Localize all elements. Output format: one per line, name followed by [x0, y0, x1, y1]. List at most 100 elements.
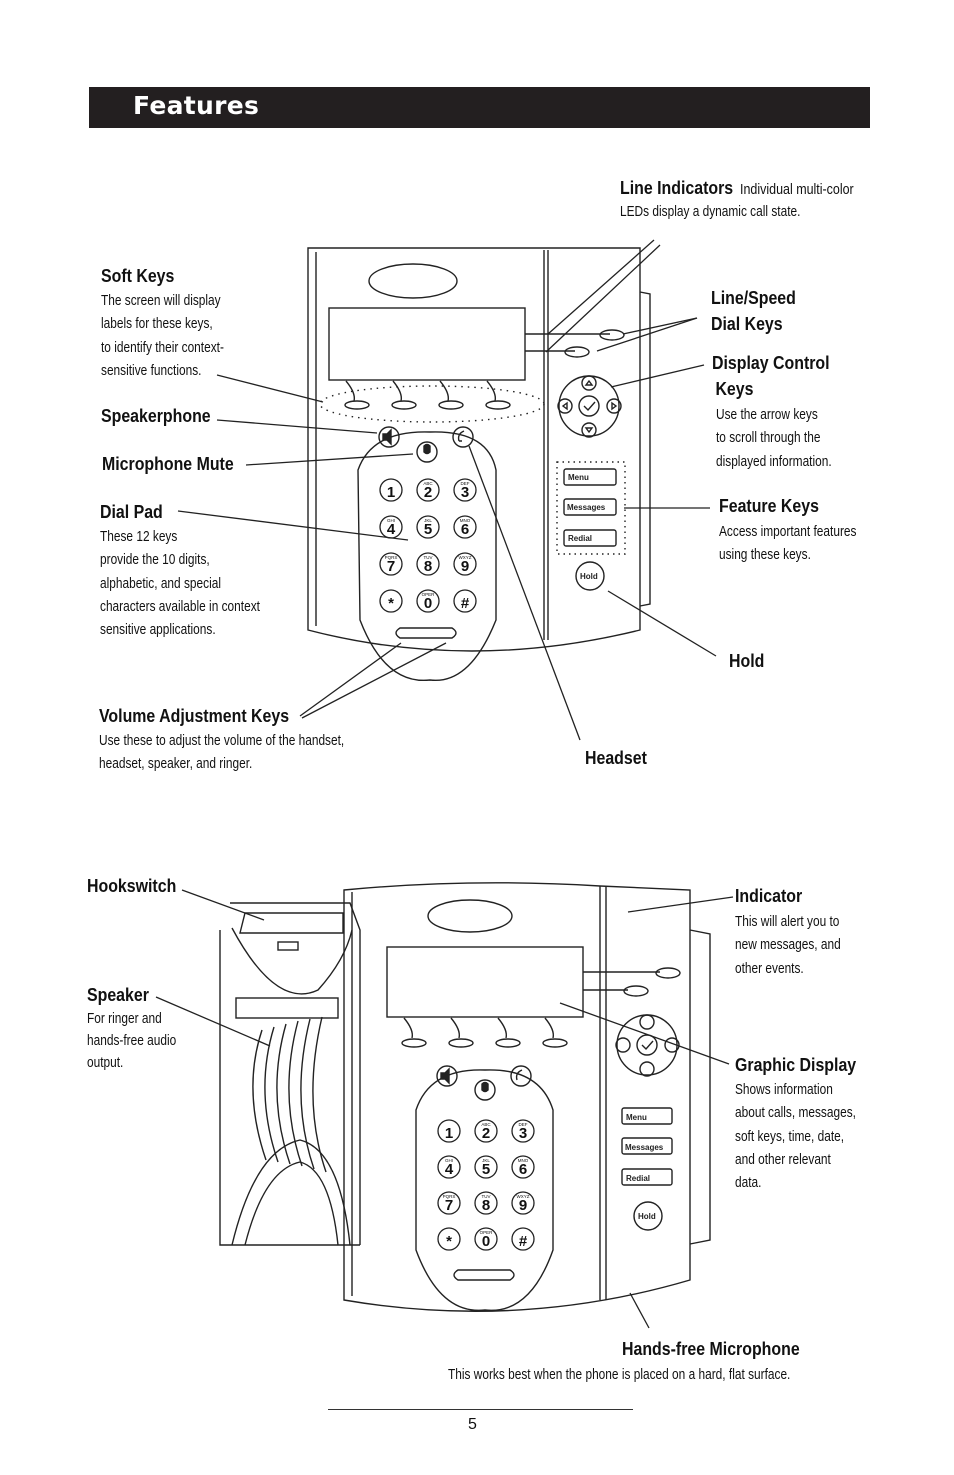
desc-line: characters available in context [100, 598, 260, 615]
dial-key-outline [437, 1191, 461, 1215]
line-indicators-label: Line Indicators [620, 177, 734, 198]
dial-key-letters: GHI [387, 518, 395, 523]
dial-key-outline [474, 1119, 498, 1143]
dial-key-digit: * [388, 595, 394, 612]
hold-label: Hold [729, 650, 765, 671]
dial-key-digit: * [446, 1233, 452, 1250]
line-indicators-desc-2: LEDs display a dynamic call state. [620, 204, 801, 220]
soft-keys-desc: The screen will display labels for these… [101, 290, 224, 383]
dial-key-digit: 8 [482, 1197, 490, 1214]
dial-key-outline [416, 589, 440, 613]
dial-key-outline [453, 515, 477, 539]
dial-key-outline [379, 589, 403, 613]
line-indicators-desc: Individual multi-color [740, 182, 854, 198]
dial-key-digit: 7 [387, 558, 395, 575]
graphic-display-label: Graphic Display [735, 1054, 857, 1075]
speaker-label: Speaker [87, 984, 149, 1005]
dial-key-letters: PQRS [385, 555, 398, 560]
dial-key-outline [379, 552, 403, 576]
dial-key-outline [511, 1119, 535, 1143]
top-leader-lines [177, 239, 717, 741]
dial-key-outline [474, 1191, 498, 1215]
desc-line: data. [735, 1175, 762, 1192]
dial-key-letters: DEF [519, 1122, 528, 1127]
display-control-label: Display Control Keys [712, 350, 830, 402]
dial-key-digit: # [461, 595, 470, 612]
hold-key-bottom: Hold [638, 1212, 656, 1221]
dial-key-digit: 0 [424, 595, 432, 612]
dial-key-letters: ABC [423, 481, 433, 486]
desc-line: using these keys. [719, 547, 811, 564]
dial-pad-desc: These 12 keys provide the 10 digits, alp… [100, 526, 260, 642]
menu-key-bottom: Menu [626, 1113, 647, 1122]
dial-key-letters: TUV [482, 1194, 491, 1199]
desc-line: Use the arrow keys [716, 407, 818, 423]
desc-line: soft keys, time, date, [735, 1128, 845, 1145]
line-indicators-callout: Line Indicators Individual multi-color [620, 175, 854, 203]
desc-line: alphabetic, and special [100, 575, 221, 592]
hands-free-mic-desc: This works best when the phone is placed… [448, 1367, 791, 1383]
dial-key-letters: MNO [518, 1158, 529, 1163]
desc-line: Access important features [719, 524, 857, 540]
dial-key-outline [416, 478, 440, 502]
dial-key-outline [437, 1155, 461, 1179]
desc-line: to identify their context- [101, 339, 224, 356]
desc-line: sensitive functions. [101, 362, 202, 379]
soft-keys-label: Soft Keys [101, 265, 175, 286]
dial-key-outline [453, 589, 477, 613]
desc-line: to scroll through the [716, 430, 821, 447]
label-line: Line/Speed [711, 287, 796, 308]
hookswitch-label: Hookswitch [87, 875, 177, 896]
dial-key-digit: 9 [519, 1197, 527, 1214]
dial-key-outline [453, 478, 477, 502]
dial-key-letters: WXYZ [459, 555, 472, 560]
indicator-desc: This will alert you to new messages, and… [735, 911, 841, 981]
feature-keys-label: Feature Keys [719, 495, 819, 516]
dial-key-outline [437, 1119, 461, 1143]
desc-line: hands-free audio [87, 1033, 177, 1049]
dial-key-outline [437, 1227, 461, 1251]
messages-key-top: Messages [567, 503, 606, 512]
dial-key-letters: OPER [480, 1230, 494, 1235]
desc-line: sensitive applications. [100, 622, 216, 639]
dial-key-digit: 4 [445, 1161, 454, 1178]
dial-key-digit: 5 [482, 1161, 490, 1178]
dial-key-letters: JKL [482, 1158, 490, 1163]
menu-key-top: Menu [568, 473, 589, 482]
dial-pad-label: Dial Pad [100, 501, 163, 522]
dial-key-digit: 5 [424, 521, 432, 538]
dial-key-letters: WXYZ [517, 1194, 530, 1199]
microphone-mute-label: Microphone Mute [102, 453, 234, 474]
hold-key-top: Hold [580, 572, 598, 581]
speaker-desc: For ringer and hands-free audio output. [87, 1008, 176, 1074]
desc-line: These 12 keys [100, 529, 178, 545]
indicator-label: Indicator [735, 885, 803, 906]
speakerphone-label: Speakerphone [101, 405, 211, 426]
dial-key-outline [416, 515, 440, 539]
dial-key-outline [474, 1227, 498, 1251]
desc-line: The screen will display [101, 293, 221, 309]
dial-key-digit: 2 [424, 484, 432, 501]
top-phone-illustration [307, 247, 651, 682]
line-speed-dial-label: Line/Speed Dial Keys [711, 285, 796, 337]
desc-line: about calls, messages, [735, 1105, 856, 1122]
dial-key-outline [379, 478, 403, 502]
volume-keys-label: Volume Adjustment Keys [99, 705, 290, 726]
dial-key-digit: 9 [461, 558, 469, 575]
desc-line: output. [87, 1055, 124, 1071]
label-line: Display Control [712, 352, 830, 373]
desc-line: For ringer and [87, 1011, 162, 1027]
dial-key-digit: 3 [519, 1125, 527, 1142]
volume-keys-desc: Use these to adjust the volume of the ha… [99, 730, 344, 777]
label-line: Keys [715, 378, 754, 399]
dial-key-outline [474, 1155, 498, 1179]
desc-line: provide the 10 digits, [100, 552, 210, 569]
redial-key-top: Redial [568, 534, 592, 543]
dial-key-digit: 3 [461, 484, 469, 501]
dial-key-digit: 1 [445, 1125, 453, 1142]
footer-rule [328, 1409, 633, 1410]
dial-key-digit: 4 [387, 521, 396, 538]
dial-key-letters: JKL [424, 518, 432, 523]
dial-key-digit: 6 [519, 1161, 527, 1178]
